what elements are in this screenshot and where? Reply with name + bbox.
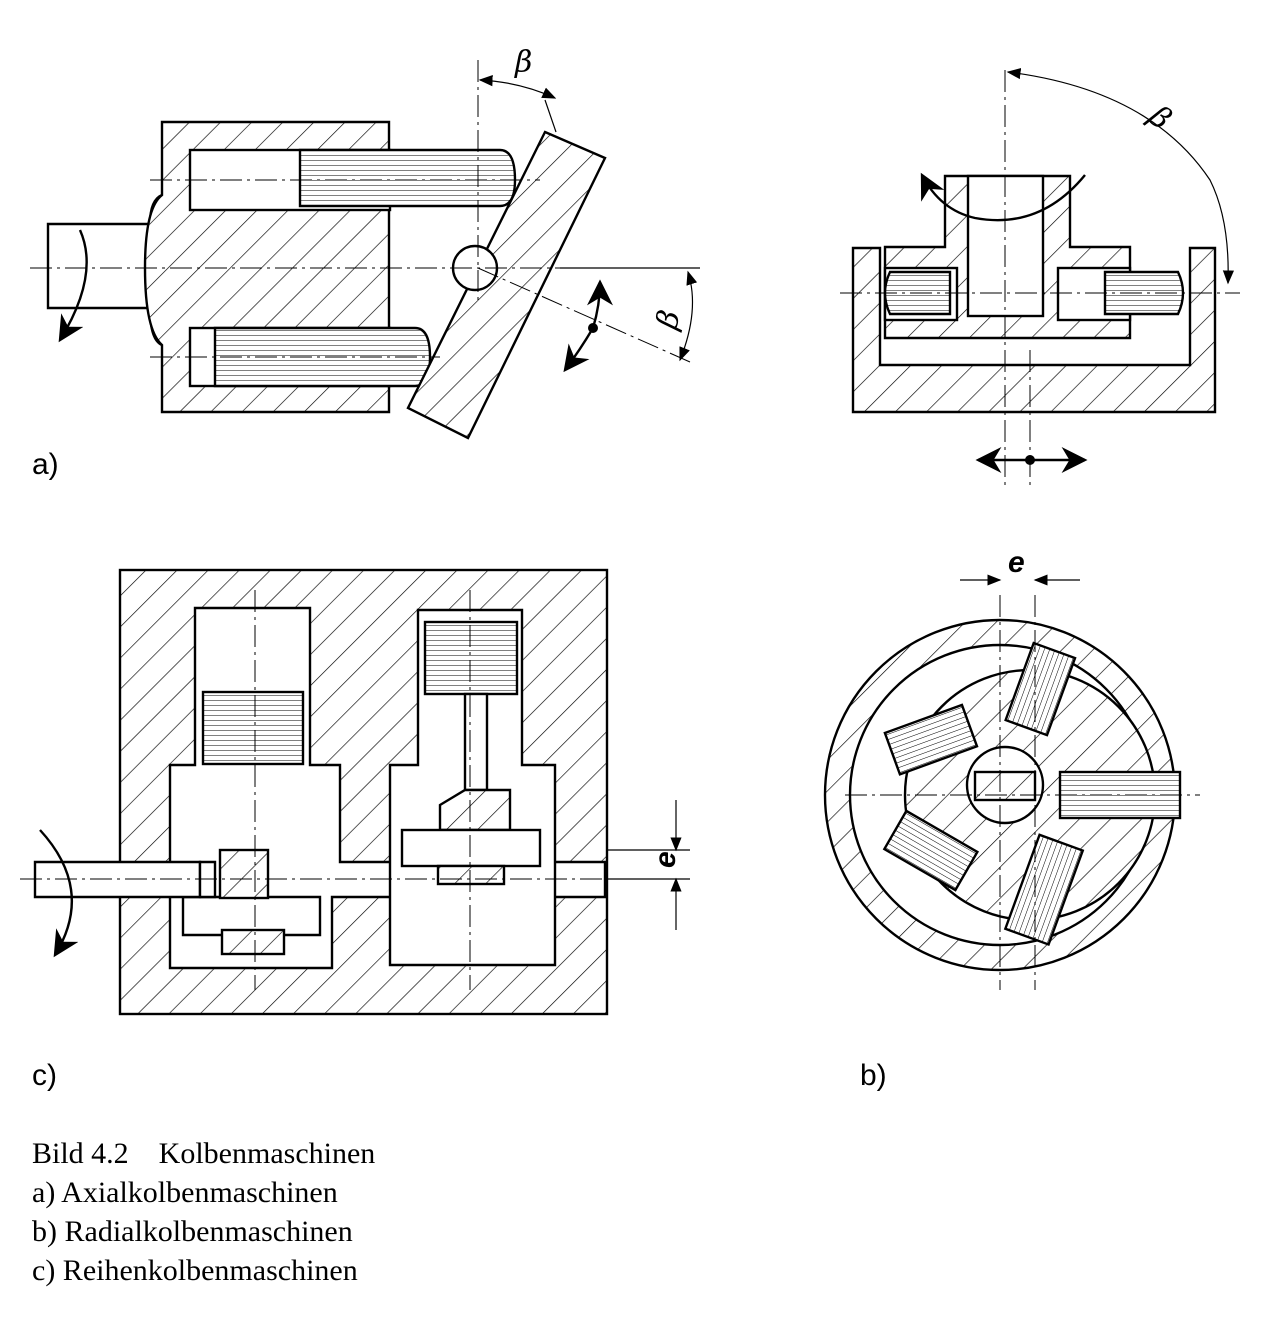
radial-piston-2 xyxy=(883,703,979,776)
left-crank-slot xyxy=(181,895,322,937)
piston-top xyxy=(298,148,517,208)
figure-inline-piston: e c) xyxy=(20,568,690,1092)
caption-title: Bild 4.2 Kolbenmaschinen xyxy=(32,1137,375,1170)
right-yoke xyxy=(400,828,542,868)
right-cross-head xyxy=(438,788,512,832)
e-label-inline: e xyxy=(649,851,682,868)
left-eccentric xyxy=(220,928,286,956)
radial-piston-5 xyxy=(1003,833,1085,947)
beta-label-top: β xyxy=(514,45,532,80)
swash-plate xyxy=(406,130,607,440)
left-piston xyxy=(201,690,305,766)
pintle-bar xyxy=(973,770,1037,802)
right-eccentric xyxy=(436,864,506,886)
beta-label-right: β xyxy=(649,307,688,334)
tilt-arrow-up-icon xyxy=(586,279,613,329)
tilt-arrow-down-icon xyxy=(563,327,595,373)
e-label-radial: e xyxy=(1008,546,1025,579)
caption-line-c: c) Reihenkolbenmaschinen xyxy=(32,1254,358,1287)
crank-rotation-arrow-icon xyxy=(39,829,79,958)
figure-axial-piston: β β a) xyxy=(30,45,700,481)
label-c: c) xyxy=(32,1059,57,1092)
left-crank-pin xyxy=(218,848,270,900)
caption-line-a: a) Axialkolbenmaschinen xyxy=(32,1176,338,1209)
figure-radial-piston: e b) xyxy=(823,546,1200,1092)
right-piston-rod xyxy=(463,692,489,792)
figure-radial-section: β xyxy=(840,68,1240,490)
label-a: a) xyxy=(32,448,59,481)
figure-caption: Bild 4.2 Kolbenmaschinen a) Axialkolbenm… xyxy=(32,1137,375,1287)
caption-line-b: b) Radialkolbenmaschinen xyxy=(32,1215,353,1248)
label-b: b) xyxy=(860,1059,887,1092)
radial-piston-4 xyxy=(882,809,980,892)
right-piston xyxy=(423,620,519,696)
rotation-arrow-icon xyxy=(58,229,88,343)
radial-piston-1 xyxy=(1004,641,1077,737)
